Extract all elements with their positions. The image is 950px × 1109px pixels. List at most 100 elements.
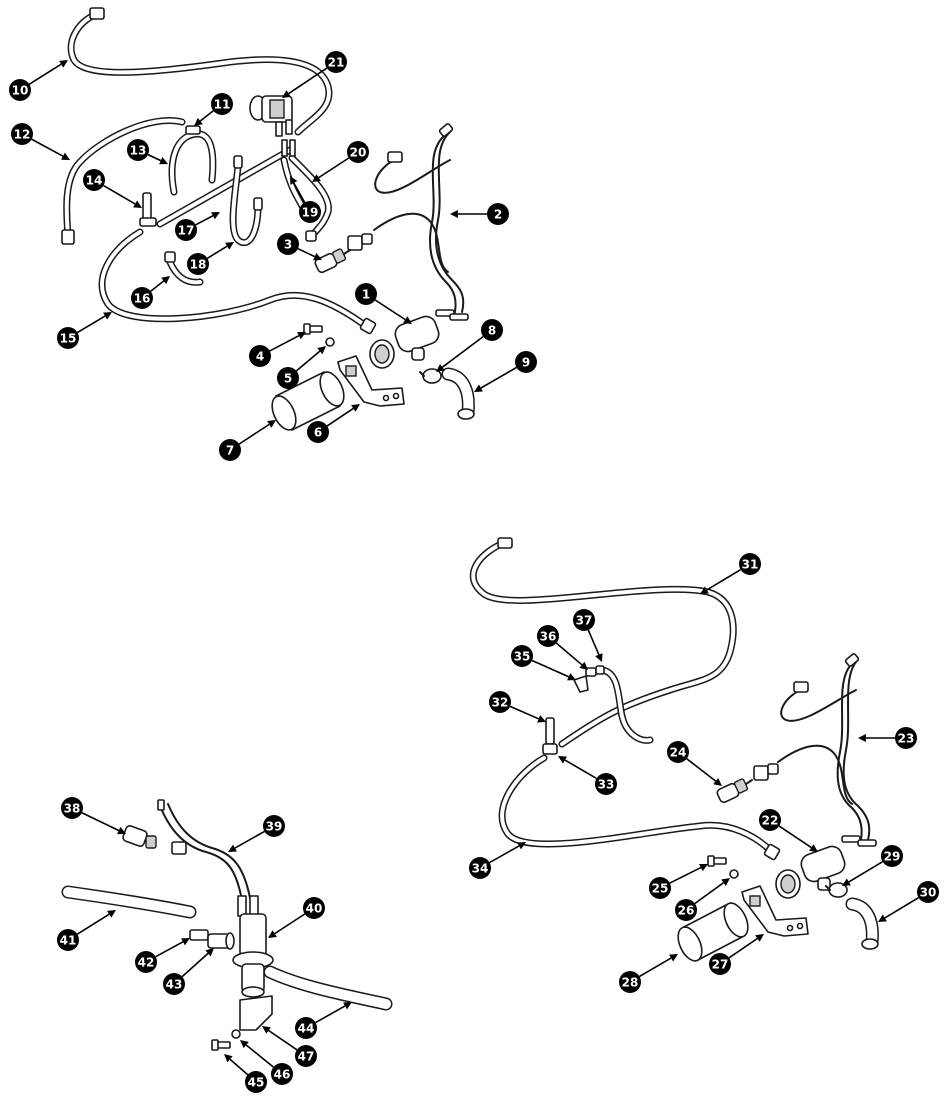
- callout-36: 36: [537, 625, 588, 670]
- callout-number: 15: [60, 332, 77, 346]
- callout-21: 21: [282, 51, 347, 98]
- callout-number: 39: [266, 820, 283, 834]
- arrowhead-icon: [713, 777, 722, 786]
- leader-line: [480, 366, 517, 389]
- arrowhead-icon: [117, 826, 126, 835]
- callout-badge: [347, 141, 369, 163]
- callout-badge: [175, 219, 197, 241]
- callout-number: 42: [138, 956, 155, 970]
- callout-badge: [163, 973, 185, 995]
- callout-33: 33: [558, 756, 617, 795]
- callout-badge: [739, 553, 761, 575]
- washer-46: [231, 1029, 241, 1039]
- callout-badge: [295, 1017, 317, 1039]
- clamp-8: [419, 368, 442, 384]
- tee-11: [185, 125, 201, 135]
- callout-number: 19: [302, 206, 319, 220]
- leader-line: [274, 913, 306, 935]
- callout-number: 40: [306, 902, 323, 916]
- arrowhead-icon: [809, 844, 818, 852]
- screw-25: [707, 855, 727, 867]
- callout-number: 12: [14, 128, 31, 142]
- arrowhead-icon: [262, 1026, 271, 1034]
- callout-badge: [61, 797, 83, 819]
- sensor-3: [314, 248, 351, 274]
- callout-badge: [299, 201, 321, 223]
- fitting-42: [189, 929, 209, 941]
- leader-line: [181, 952, 209, 978]
- callout-number: 21: [328, 56, 345, 70]
- callout-number: 27: [712, 958, 729, 972]
- washer-5: [325, 337, 335, 347]
- callout-badge: [595, 773, 617, 795]
- valve-40: [232, 913, 274, 998]
- harness-39: [157, 799, 259, 917]
- callout-badge: [83, 169, 105, 191]
- callout-23: 23: [858, 727, 917, 749]
- arrowhead-icon: [669, 954, 678, 962]
- callout-number: 16: [134, 292, 151, 306]
- arrowhead-icon: [474, 384, 483, 392]
- sensor-24: [716, 778, 753, 804]
- arrowhead-icon: [450, 210, 458, 218]
- callout-badge: [469, 857, 491, 879]
- leader-line: [848, 860, 883, 883]
- leader-line: [147, 153, 162, 162]
- cylinder-28: [677, 902, 749, 962]
- callout-badge: [307, 421, 329, 443]
- callout-44: 44: [295, 1002, 352, 1039]
- arrowhead-icon: [224, 1054, 233, 1063]
- arrowhead-icon: [225, 242, 234, 250]
- arrowhead-icon: [699, 864, 708, 872]
- leader-line: [155, 941, 184, 958]
- callout-badge: [303, 897, 325, 919]
- callout-37: 37: [573, 609, 603, 662]
- leader-line: [31, 138, 64, 157]
- callout-7: 7: [219, 420, 276, 461]
- harness-23: [753, 653, 877, 847]
- leader-line: [199, 110, 214, 122]
- leader-line: [234, 830, 265, 849]
- washer-26: [729, 869, 739, 879]
- callout-number: 41: [60, 934, 77, 948]
- leader-line: [269, 334, 300, 352]
- arrowhead-icon: [351, 404, 360, 412]
- bracket-6: [337, 355, 405, 407]
- callout-8: 8: [436, 319, 503, 372]
- assembly-c: [61, 799, 393, 1051]
- callout-13: 13: [127, 139, 168, 165]
- callout-badge: [325, 51, 347, 73]
- arrowhead-icon: [107, 910, 116, 918]
- callout-number: 44: [298, 1022, 315, 1036]
- callout-31: 31: [700, 553, 761, 594]
- harness-2: [347, 123, 469, 321]
- leader-line: [318, 157, 350, 179]
- hose-37: [596, 666, 654, 744]
- arrowhead-icon: [403, 316, 412, 324]
- arrowhead-icon: [268, 930, 277, 938]
- hose-18: [229, 155, 263, 246]
- callout-30: 30: [878, 881, 939, 922]
- callout-badge: [277, 233, 299, 255]
- callout-42: 42: [135, 938, 190, 973]
- hose-10: [67, 7, 333, 136]
- callout-number: 3: [284, 238, 292, 252]
- sensor-38: [122, 825, 157, 849]
- callout-badge: [57, 929, 79, 951]
- callout-badge: [135, 951, 157, 973]
- callout-badge: [263, 815, 285, 837]
- callout-32: 32: [489, 691, 546, 723]
- callout-24: 24: [667, 741, 722, 786]
- callout-badge: [881, 845, 903, 867]
- arrowhead-icon: [267, 420, 276, 428]
- callout-number: 47: [298, 1050, 315, 1064]
- callout-12: 12: [11, 123, 70, 160]
- callout-number: 30: [920, 886, 937, 900]
- callout-number: 32: [492, 696, 509, 710]
- leader-line: [555, 642, 583, 666]
- callout-number: 31: [742, 558, 759, 572]
- arrowhead-icon: [297, 332, 306, 340]
- callout-number: 17: [178, 224, 195, 238]
- hose-12: [61, 117, 186, 245]
- callout-35: 35: [511, 645, 576, 681]
